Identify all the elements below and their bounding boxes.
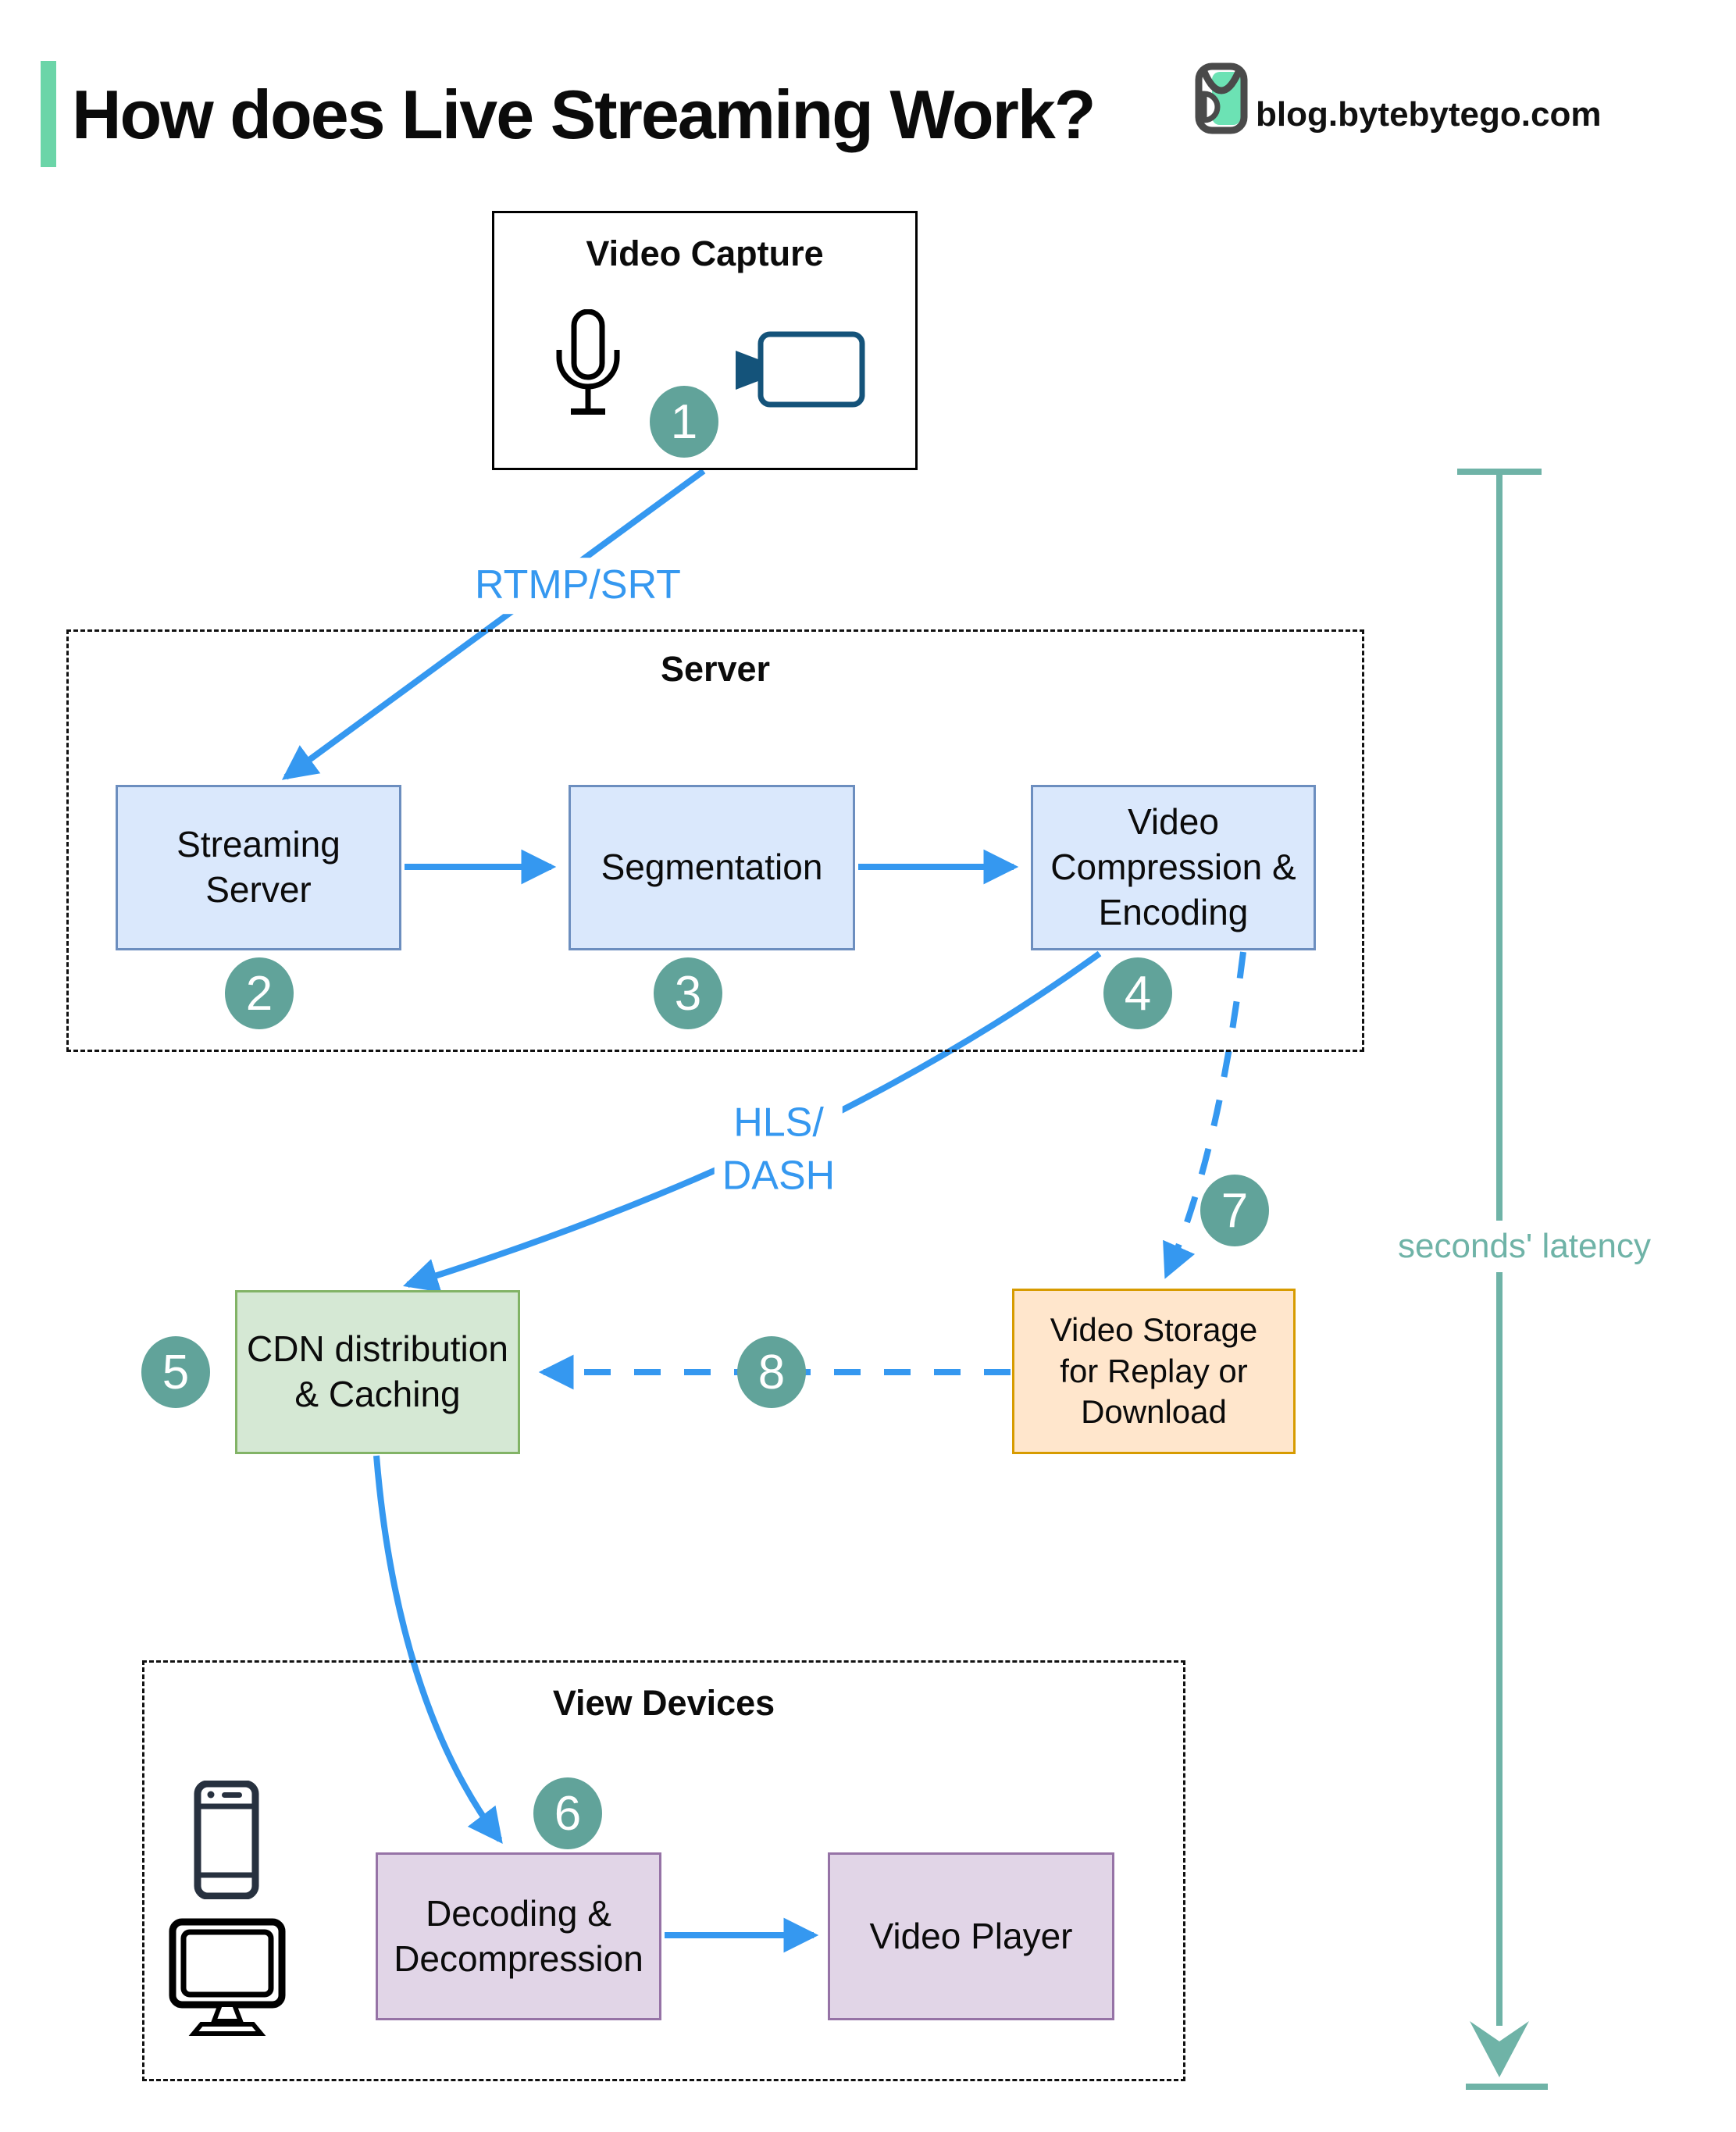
step-badge-6: 6 bbox=[533, 1777, 602, 1849]
step-badge-2: 2 bbox=[225, 957, 294, 1029]
edge-cdn-to-decoding bbox=[373, 1455, 503, 1844]
node-decoding-decompression: Decoding & Decompression bbox=[376, 1852, 661, 2020]
node-cdn-distribution-caching: CDN distribution & Caching bbox=[235, 1290, 520, 1454]
step-badge-1: 1 bbox=[650, 386, 718, 458]
node-cdn-label: CDN distribution & Caching bbox=[247, 1328, 508, 1414]
node-video-player-label: Video Player bbox=[869, 1915, 1073, 1956]
label-seconds-latency: seconds' latency bbox=[1388, 1221, 1660, 1272]
title-accent-bar bbox=[41, 61, 56, 167]
node-video-storage: Video Storage for Replay or Download bbox=[1012, 1289, 1296, 1454]
edge-capture-to-streaming bbox=[281, 468, 706, 780]
node-video-compression-encoding: Video Compression & Encoding bbox=[1031, 785, 1316, 950]
step-badge-7: 7 bbox=[1200, 1175, 1269, 1246]
step-badge-3: 3 bbox=[654, 957, 722, 1029]
monitor-icon bbox=[169, 1918, 286, 2036]
node-segmentation-label: Segmentation bbox=[601, 847, 823, 888]
latency-arrowhead bbox=[1470, 2021, 1529, 2077]
smartphone-icon bbox=[194, 1781, 259, 1899]
node-video-compression-encoding-label: Video Compression & Encoding bbox=[1050, 801, 1296, 932]
group-view-devices-label: View Devices bbox=[552, 1683, 775, 1723]
node-streaming-server-label: Streaming Server bbox=[176, 824, 340, 910]
video-camera-icon bbox=[736, 331, 865, 408]
node-video-storage-label: Video Storage for Replay or Download bbox=[1050, 1310, 1258, 1431]
page-title: How does Live Streaming Work? bbox=[72, 76, 1096, 153]
edge-compression-to-storage-dashed bbox=[1163, 951, 1246, 1279]
step-badge-4: 4 bbox=[1103, 957, 1172, 1029]
node-streaming-server: Streaming Server bbox=[116, 785, 401, 950]
node-segmentation: Segmentation bbox=[569, 785, 855, 950]
group-view-devices: View Devices bbox=[142, 1660, 1185, 2081]
microphone-icon bbox=[556, 309, 620, 415]
step-badge-8: 8 bbox=[737, 1336, 806, 1408]
node-video-player: Video Player bbox=[828, 1852, 1114, 2020]
group-server: Server bbox=[66, 629, 1364, 1052]
group-video-capture-label: Video Capture bbox=[586, 234, 824, 273]
group-server-label: Server bbox=[660, 649, 771, 689]
node-decoding-label: Decoding & Decompression bbox=[394, 1892, 643, 1979]
label-hls-dash: HLS/ DASH bbox=[714, 1095, 843, 1204]
label-rtmp-srt: RTMP/SRT bbox=[467, 558, 689, 614]
site-url: blog.bytebytego.com bbox=[1256, 95, 1602, 134]
step-badge-5: 5 bbox=[141, 1336, 210, 1408]
bytebytego-logo-icon bbox=[1195, 62, 1248, 134]
